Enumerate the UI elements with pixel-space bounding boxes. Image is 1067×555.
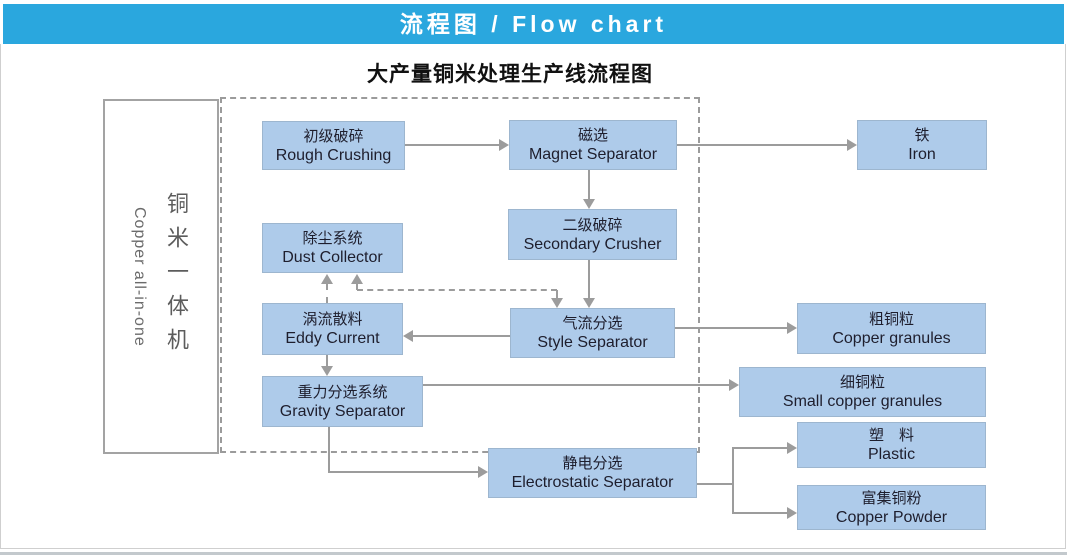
- arrowhead-right-icon: [787, 442, 797, 454]
- node-label-zh: 除尘系统: [302, 230, 363, 247]
- node-copper-granules: 粗铜粒 Copper granules: [797, 303, 986, 354]
- node-rough-crushing: 初级破碎 Rough Crushing: [262, 121, 405, 170]
- node-label-zh: 重力分选系统: [297, 383, 388, 401]
- node-label-zh: 二级破碎: [562, 216, 623, 234]
- arrow-electrostatic-branch-stub: [697, 483, 734, 485]
- dashed-line-dust-style-horizontal: [357, 289, 557, 291]
- node-label-en: Magnet Separator: [528, 146, 658, 163]
- arrowhead-right-icon: [787, 507, 797, 519]
- source-unit-label-en: Copper all-in-one: [131, 206, 148, 347]
- arrow-secondary-to-style: [588, 260, 590, 298]
- node-label-zh: 粗铜粒: [868, 310, 914, 328]
- arrow-style-to-copper-granules: [675, 327, 787, 329]
- node-label-en: Style Separator: [537, 334, 648, 351]
- node-label-en: Electrostatic Separator: [511, 474, 674, 491]
- node-label-en: Secondary Crusher: [523, 235, 662, 253]
- arrow-gravity-to-small-granules: [423, 384, 729, 386]
- dashed-line-into-style-separator: [556, 290, 558, 298]
- arrow-branch-to-copper-powder: [732, 512, 787, 514]
- node-electrostatic-separator: 静电分选 Electrostatic Separator: [488, 448, 697, 498]
- node-magnet-separator: 磁选 Magnet Separator: [509, 120, 677, 170]
- arrow-gravity-to-electrostatic-vertical: [328, 427, 330, 472]
- arrowhead-right-icon: [499, 139, 509, 151]
- arrowhead-up-icon: [321, 274, 333, 284]
- node-iron: 铁 Iron: [857, 120, 987, 170]
- node-label-en: Rough Crushing: [275, 146, 392, 164]
- arrow-magnet-to-iron: [677, 144, 847, 146]
- arrowhead-left-icon: [403, 330, 413, 342]
- node-label-zh: 磁选: [577, 127, 608, 144]
- header-banner: 流程图 / Flow chart: [3, 4, 1064, 44]
- header-title: 流程图 / Flow chart: [399, 11, 668, 37]
- node-gravity-separator: 重力分选系统 Gravity Separator: [262, 376, 423, 427]
- node-label-zh: 气流分选: [562, 315, 623, 332]
- node-label-zh: 细铜粒: [839, 374, 885, 391]
- bottom-edge-strip: [0, 552, 1067, 555]
- node-copper-all-in-one: Copper all-in-one 铜米一体机: [103, 99, 219, 454]
- node-copper-powder: 富集铜粉 Copper Powder: [797, 485, 986, 530]
- arrow-style-to-eddy: [413, 335, 510, 337]
- arrow-electrostatic-branch-vertical: [732, 447, 734, 514]
- node-secondary-crusher: 二级破碎 Secondary Crusher: [508, 209, 677, 260]
- arrowhead-up-icon: [351, 274, 363, 284]
- node-label-zh: 富集铜粉: [861, 489, 922, 507]
- arrow-magnet-to-secondary: [588, 170, 590, 199]
- node-label-zh: 涡流散料: [302, 311, 363, 328]
- arrow-rough-to-magnet: [405, 144, 499, 146]
- node-plastic: 塑 料 Plastic: [797, 422, 986, 468]
- node-label-en: Small copper granules: [782, 393, 943, 410]
- node-label-en: Copper granules: [832, 329, 951, 347]
- node-label-zh: 初级破碎: [303, 127, 364, 145]
- arrow-eddy-to-gravity: [326, 355, 328, 366]
- node-eddy-current: 涡流散料 Eddy Current: [262, 303, 403, 355]
- arrowhead-down-icon: [583, 199, 595, 209]
- arrowhead-down-icon: [321, 366, 333, 376]
- arrow-branch-to-plastic: [732, 447, 787, 449]
- arrowhead-right-icon: [478, 466, 488, 478]
- node-dust-collector: 除尘系统 Dust Collector: [262, 223, 403, 273]
- node-label-en: Eddy Current: [285, 330, 380, 347]
- node-label-en: Gravity Separator: [279, 402, 406, 420]
- node-label-en: Iron: [908, 146, 936, 163]
- source-unit-label-zh: 铜米一体机: [164, 191, 189, 362]
- node-label-en: Plastic: [867, 446, 916, 463]
- arrowhead-right-icon: [787, 322, 797, 334]
- arrow-gravity-to-electrostatic-horizontal: [328, 471, 478, 473]
- node-style-separator: 气流分选 Style Separator: [510, 308, 675, 358]
- arrowhead-right-icon: [729, 379, 739, 391]
- dashed-enclosure: [220, 97, 700, 453]
- page-frame: [0, 44, 1066, 549]
- node-label-zh: 塑 料: [868, 427, 914, 444]
- node-label-en: Copper Powder: [835, 508, 948, 526]
- dashed-line-into-dust-collector: [356, 284, 358, 290]
- node-label-zh: 铁: [914, 127, 930, 144]
- node-label-en: Dust Collector: [282, 249, 383, 266]
- diagram-title: 大产量铜米处理生产线流程图: [367, 63, 653, 86]
- node-small-copper-granules: 细铜粒 Small copper granules: [739, 367, 986, 417]
- arrowhead-down-icon: [551, 298, 563, 308]
- dashed-line-eddy-to-dust: [326, 284, 328, 303]
- arrowhead-right-icon: [847, 139, 857, 151]
- node-label-zh: 静电分选: [562, 455, 623, 472]
- arrowhead-down-icon: [583, 298, 595, 308]
